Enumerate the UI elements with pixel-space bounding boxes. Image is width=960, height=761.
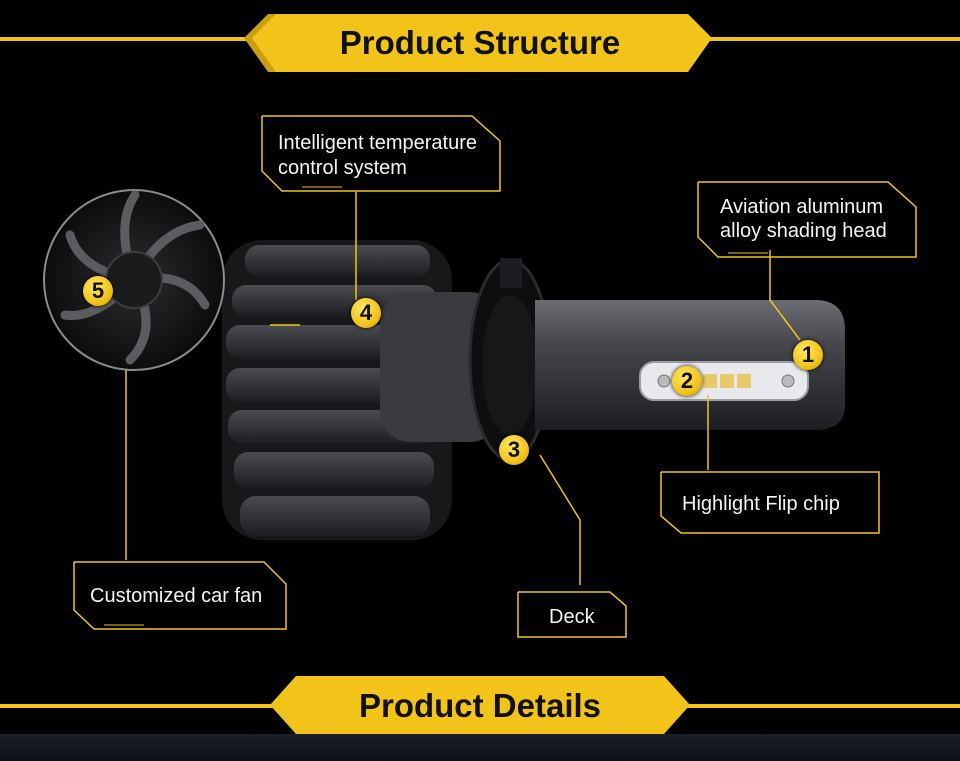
callout-chip: Highlight Flip chip [660,471,881,534]
callout-aviation-line2: alloy shading head [720,220,887,242]
bottom-banner: Product Details [0,676,960,734]
callout-chip-label: Highlight Flip chip [682,493,840,515]
bottom-banner-shape [0,676,960,734]
callout-temperature-line2: control system [278,157,407,179]
badge-4: 4 [351,298,381,328]
callout-deck: Deck [517,591,628,638]
callout-fan-label: Customized car fan [90,585,263,607]
section-title: Product Details [358,687,602,724]
callout-temperature: Intelligent temperature control system [261,115,502,192]
callout-aviation-line1: Aviation aluminum [720,196,884,218]
badge-3: 3 [499,435,529,465]
callout-fan: Customized car fan [73,561,288,630]
leader-lines [125,192,801,585]
callout-frame [261,115,501,192]
page-title: Product Structure [339,24,621,61]
badge-2: 2 [672,366,702,396]
callout-frame [697,181,917,258]
badge-5: 5 [83,276,113,306]
callout-deck-label: Deck [549,606,595,628]
callout-frame [73,561,287,630]
callout-aviation: Aviation aluminum alloy shading head [697,181,918,258]
bottom-band [0,734,960,761]
callout-frame [517,591,627,638]
top-banner-shape [0,14,960,72]
top-banner: Product Structure [0,14,960,72]
callout-temperature-line1: Intelligent temperature [278,132,478,154]
badge-1: 1 [793,340,823,370]
callout-frame [660,471,880,534]
fan-closeup [43,189,225,371]
